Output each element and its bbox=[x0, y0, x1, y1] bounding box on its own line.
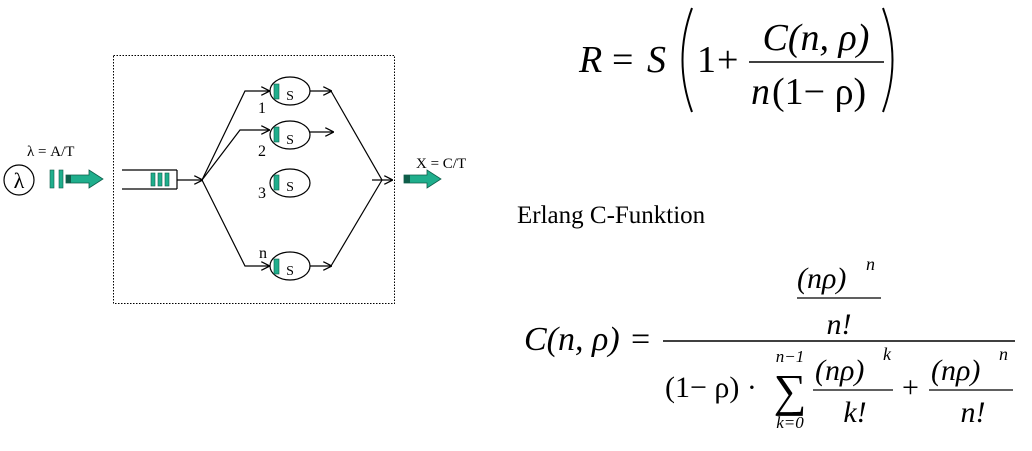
waiting-queue bbox=[122, 169, 202, 190]
sum-upper-limit: n−1 bbox=[776, 347, 804, 366]
server-outputs bbox=[310, 91, 333, 266]
departure-flow: X = C/T bbox=[403, 156, 466, 189]
server-ellipse bbox=[269, 120, 311, 150]
right-paren bbox=[882, 7, 894, 113]
server-job-bar bbox=[273, 126, 280, 143]
server-label: S bbox=[286, 264, 294, 279]
queue-diagram: λ λ = A/T bbox=[3, 55, 466, 304]
erlang-lhs: C(n, ρ) bbox=[524, 321, 620, 358]
fraction-numerator: C(n, ρ) bbox=[763, 17, 870, 59]
merge-from-server-1 bbox=[330, 90, 383, 181]
term2-numerator-exponent: n bbox=[999, 344, 1008, 364]
arrival-source-symbol: λ bbox=[14, 168, 25, 193]
server-2: S 2 bbox=[258, 120, 311, 160]
queued-job bbox=[164, 172, 170, 187]
formula-R: R bbox=[578, 39, 602, 81]
arrival-arrow-icon bbox=[65, 169, 104, 189]
denominator-factor: (1− ρ) · bbox=[665, 371, 757, 404]
branch-to-server-n bbox=[201, 179, 269, 266]
section-heading: Erlang C-Funktion bbox=[517, 202, 706, 229]
arrival-source-circle bbox=[3, 164, 35, 196]
formula-S: S bbox=[647, 39, 666, 81]
server-index: 2 bbox=[258, 143, 266, 160]
term1-numerator-exponent: k bbox=[883, 344, 892, 364]
top-numerator-base: (nρ) bbox=[797, 262, 846, 295]
fraction-denominator-paren: (1− ρ) bbox=[772, 71, 866, 113]
response-time-formula: R = S 1 + C(n, ρ) n (1− ρ) bbox=[578, 7, 894, 113]
dispatch-branches bbox=[201, 91, 269, 266]
erlang-c-formula: C(n, ρ) = (nρ) n n! (1− ρ) · n−1 ∑ k=0 (… bbox=[524, 254, 1015, 432]
top-denominator: n! bbox=[827, 308, 852, 341]
denominator-plus: + bbox=[902, 371, 919, 404]
server-index: 3 bbox=[258, 185, 266, 202]
sum-lower-limit: k=0 bbox=[776, 413, 804, 432]
formula-plus: + bbox=[717, 39, 738, 81]
term1-denominator: k! bbox=[843, 396, 866, 429]
server-index: 1 bbox=[258, 100, 266, 117]
fraction-denominator-n: n bbox=[751, 71, 770, 113]
throughput-label: X = C/T bbox=[416, 156, 466, 172]
arrival-flow bbox=[49, 169, 104, 189]
departure-arrow-tail bbox=[404, 175, 410, 183]
term1-numerator-base: (nρ) bbox=[815, 354, 864, 387]
arrival-source: λ bbox=[3, 164, 35, 196]
branch-to-server-1 bbox=[201, 91, 269, 181]
server-3: S 3 bbox=[258, 168, 311, 202]
arrival-job-bar bbox=[49, 169, 55, 189]
term2-denominator: n! bbox=[961, 396, 986, 429]
term2-numerator-base: (nρ) bbox=[931, 354, 980, 387]
queued-job bbox=[157, 172, 163, 187]
top-numerator-exponent: n bbox=[866, 254, 875, 274]
server-job-bar bbox=[273, 258, 280, 275]
server-job-bar bbox=[273, 174, 280, 191]
arrival-job-bar bbox=[58, 169, 64, 189]
merge-from-server-n bbox=[330, 179, 383, 267]
server-label: S bbox=[286, 89, 294, 104]
system-boundary bbox=[113, 55, 395, 304]
merge-branches bbox=[330, 90, 392, 267]
left-paren bbox=[681, 7, 693, 113]
arrival-rate-label: λ = A/T bbox=[27, 144, 74, 160]
server-n: S n bbox=[259, 245, 311, 281]
server-job-bar bbox=[273, 83, 280, 100]
erlang-equals: = bbox=[631, 321, 650, 358]
server-1: S 1 bbox=[258, 76, 311, 117]
formula-one: 1 bbox=[697, 39, 716, 81]
server-index: n bbox=[259, 245, 267, 262]
server-ellipse bbox=[269, 168, 311, 198]
sum-sign: ∑ bbox=[774, 365, 807, 416]
formula-equals: = bbox=[612, 39, 633, 81]
queued-job bbox=[150, 172, 156, 187]
branch-to-server-2 bbox=[201, 130, 269, 181]
arrival-arrow-tail bbox=[66, 175, 71, 183]
server-label: S bbox=[286, 180, 294, 195]
server-label: S bbox=[286, 133, 294, 148]
